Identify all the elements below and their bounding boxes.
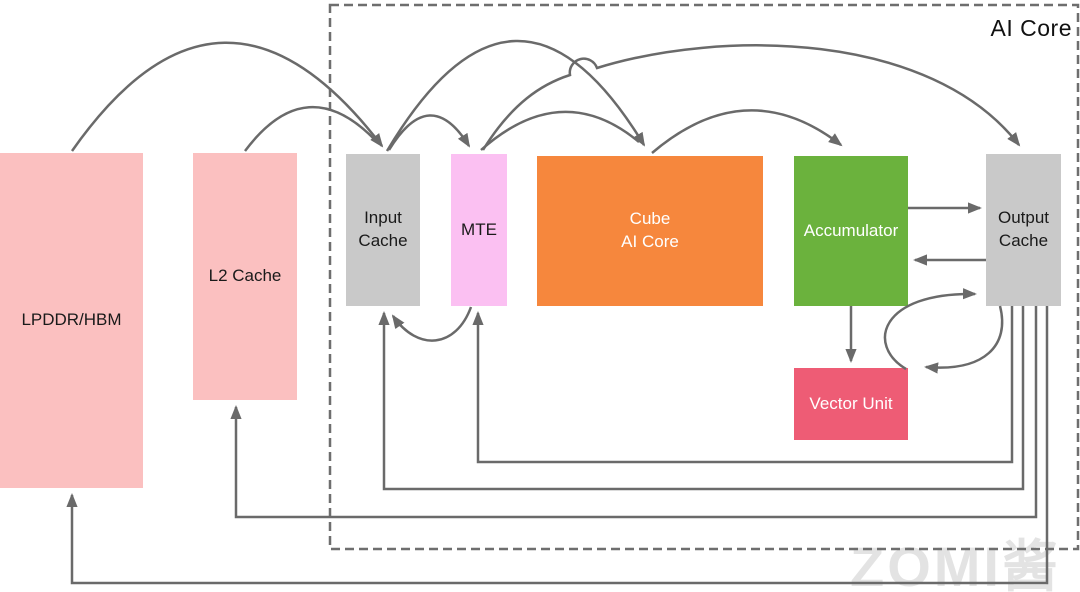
node-output-cache: Output Cache [986,154,1061,306]
node-accumulator: Accumulator [794,156,908,306]
edge-mte-to-cube [480,110,640,151]
node-label: Input Cache [358,208,408,250]
node-label: Accumulator [803,220,899,240]
edge-input-cache-to-mte [387,114,471,151]
node-label: L2 Cache [208,266,282,286]
edge-l2-cache-to-input-cache [243,106,378,152]
node-label: MTE [461,219,497,239]
ai-core-container-label: AI Core [990,15,1072,41]
node-mte: MTE [451,154,507,306]
node-label: Vector Unit [809,393,893,413]
edge-input-cache-to-cube [385,39,646,152]
node-label: LPDDR/HBM [21,310,122,330]
node-vector-unit: Vector Unit [794,368,908,440]
edge-mte-to-input-cache-bottom [391,306,473,342]
edge-mte-to-output-cache [481,44,1021,151]
node-l2-cache: L2 Cache [193,153,297,400]
node-label: Cube AI Core [621,209,679,251]
edge-cube-to-accumulator [651,109,843,154]
node-lpddr-hbm: LPDDR/HBM [0,153,143,488]
node-cube-ai-core: Cube AI Core [537,156,763,306]
edge-output-cache-feedback-to-mte [472,306,1014,464]
edge-output-cache-feedback-to-input-cache [378,306,1025,491]
node-label: Output Cache [997,208,1050,250]
edge-output-cache-to-vector-unit [924,305,1004,374]
node-input-cache: Input Cache [346,154,420,306]
watermark-text: ZOMI酱 [850,535,1061,592]
edge-lpddr-to-input-cache [70,41,384,152]
edge-output-cache-feedback-to-l2-cache [230,306,1038,519]
